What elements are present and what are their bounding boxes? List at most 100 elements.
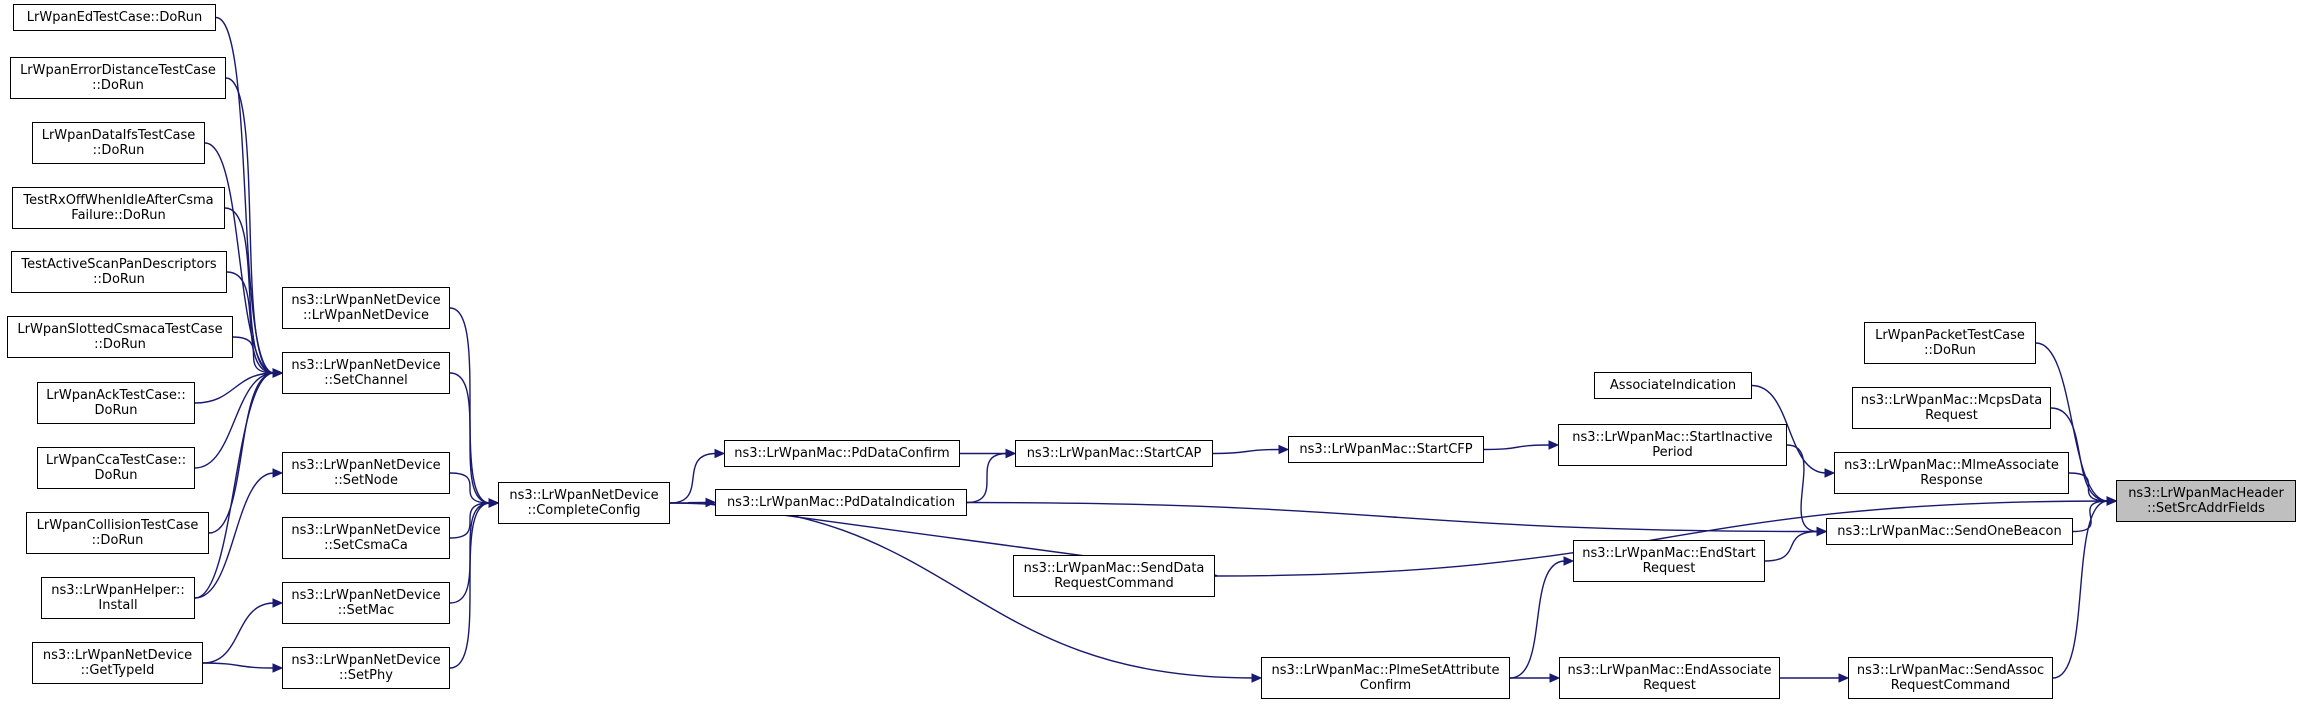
node-label-line: ::DoRun [1924,343,1976,358]
call-edge [202,662,275,669]
function-node-startcap[interactable]: ns3::LrWpanMac::StartCAP [1015,440,1213,467]
node-label-line: Failure::DoRun [71,208,166,223]
call-edge [1483,444,1551,451]
node-label-line: ::CompleteConfig [527,503,641,518]
node-label-line: ::DoRun [93,272,145,287]
call-edge [194,372,275,469]
node-label-line: AssociateIndication [1609,378,1737,393]
node-label-line: ns3::LrWpanMac::SendAssoc [1856,663,2045,678]
call-edge [232,336,275,374]
node-label-line: ns3::LrWpanNetDevice [291,358,441,373]
node-label-line: ns3::LrWpanHelper:: [51,583,185,598]
call-edge [194,472,275,599]
function-node-helperinstall[interactable]: ns3::LrWpanHelper::Install [41,577,195,619]
arrowhead [1838,673,1850,683]
node-label-line: ns3::LrWpanMac::StartCFP [1299,442,1473,457]
call-edge [669,452,717,504]
function-node-slotted[interactable]: LrWpanSlottedCsmacaTestCase::DoRun [7,316,233,358]
function-node-pddataindication[interactable]: ns3::LrWpanMac::PdDataIndication [715,489,967,516]
node-label-line: ::SetPhy [339,668,393,683]
call-edge [449,502,491,539]
node-label-line: ns3::LrWpanMac::MlmeAssociate [1844,458,2059,473]
call-edge [1509,560,1566,679]
call-edge [1751,384,1827,474]
call-edge [226,271,275,374]
node-label-line: LrWpanPacketTestCase [1875,328,2025,343]
node-label-line: RequestCommand [1890,678,2011,693]
node-label-line: ns3::LrWpanMac::SendData [1023,561,1205,576]
node-label-line: LrWpanAckTestCase:: [46,388,186,403]
function-node-packettest[interactable]: LrWpanPacketTestCase::DoRun [1864,322,2036,364]
node-label-line: Period [1652,445,1693,460]
function-node-sendonebeacon[interactable]: ns3::LrWpanMac::SendOneBeacon [1826,518,2073,545]
node-label-line: ns3::LrWpanMac::EndAssociate [1567,663,1772,678]
function-node-setmac[interactable]: ns3::LrWpanNetDevice::SetMac [282,582,450,624]
function-node-ctor[interactable]: ns3::LrWpanNetDevice::LrWpanNetDevice [282,287,450,329]
node-label-line: Confirm [1359,678,1412,693]
function-node-collision[interactable]: LrWpanCollisionTestCase::DoRun [26,512,209,554]
node-label-line: ::SetCsmaCa [324,538,408,553]
call-edge [2072,500,2109,533]
call-edge [224,207,275,374]
arrowhead [714,448,726,459]
node-label-line: LrWpanDataIfsTestCase [41,128,196,143]
arrowhead [705,497,717,508]
arrowhead [1549,673,1561,683]
function-node-setcsmaca[interactable]: ns3::LrWpanNetDevice::SetCsmaCa [282,517,450,559]
node-label-line: ::SetSrcAddrFields [2147,501,2265,516]
node-label-line: ns3::LrWpanNetDevice [509,488,659,503]
node-label-line: ns3::LrWpanNetDevice [291,293,441,308]
function-node-completeconfig[interactable]: ns3::LrWpanNetDevice::CompleteConfig [498,482,670,524]
node-label-line: ns3::LrWpanNetDevice [42,648,193,663]
function-node-assocind[interactable]: AssociateIndication [1594,372,1752,399]
arrowhead [1816,526,1828,537]
node-label-line: LrWpanErrorDistanceTestCase [20,63,216,78]
arrowhead [1563,556,1575,566]
call-edge [449,372,491,504]
function-node-cca[interactable]: LrWpanCcaTestCase::DoRun [37,447,195,489]
node-label-line: ::SetNode [333,473,399,488]
function-node-ack[interactable]: LrWpanAckTestCase::DoRun [37,382,195,424]
node-label-line: ns3::LrWpanNetDevice [291,588,441,603]
function-node-setnode[interactable]: ns3::LrWpanNetDevice::SetNode [282,452,450,494]
arrowhead [1278,444,1290,455]
node-label-line: LrWpanCcaTestCase:: [45,453,187,468]
call-edge [1214,500,2109,577]
node-label-line: ns3::LrWpanMac::McpsData [1860,393,2043,408]
function-node-setchannel[interactable]: ns3::LrWpanNetDevice::SetChannel [282,352,450,394]
node-label-line: ns3::LrWpanMac::EndStart [1582,546,1756,561]
node-label-line: DoRun [94,403,138,418]
function-node-startcfp[interactable]: ns3::LrWpanMac::StartCFP [1288,436,1484,463]
function-node-dataifs[interactable]: LrWpanDataIfsTestCase::DoRun [32,122,205,164]
call-edge [194,372,275,599]
function-node-gettypeid[interactable]: ns3::LrWpanNetDevice::GetTypeId [32,642,203,684]
node-label-line: ns3::LrWpanMacHeader [2128,486,2284,501]
node-label-line: ns3::LrWpanNetDevice [291,458,441,473]
function-node-activescan[interactable]: TestActiveScanPanDescriptors::DoRun [11,251,227,293]
function-node-setphy[interactable]: ns3::LrWpanNetDevice::SetPhy [282,647,450,689]
node-label-line: ns3::LrWpanMac::StartCAP [1026,446,1202,461]
function-node-pddataconfirm[interactable]: ns3::LrWpanMac::PdDataConfirm [724,440,960,467]
call-edge [449,472,491,504]
node-label-line: LrWpanSlottedCsmacaTestCase [17,322,223,337]
call-edge [2035,342,2109,502]
node-label-line: LrWpanEdTestCase::DoRun [26,10,203,25]
node-label-line: Request [1643,678,1696,693]
function-node-errdist[interactable]: LrWpanErrorDistanceTestCase::DoRun [10,57,226,99]
node-label-line: Install [98,598,138,613]
current-function-node: ns3::LrWpanMacHeader::SetSrcAddrFields [2116,480,2296,522]
node-label-line: ::GetTypeId [80,663,155,678]
function-node-ed[interactable]: LrWpanEdTestCase::DoRun [13,4,216,31]
node-label-line: DoRun [94,468,138,483]
node-label-line: ::DoRun [92,78,144,93]
